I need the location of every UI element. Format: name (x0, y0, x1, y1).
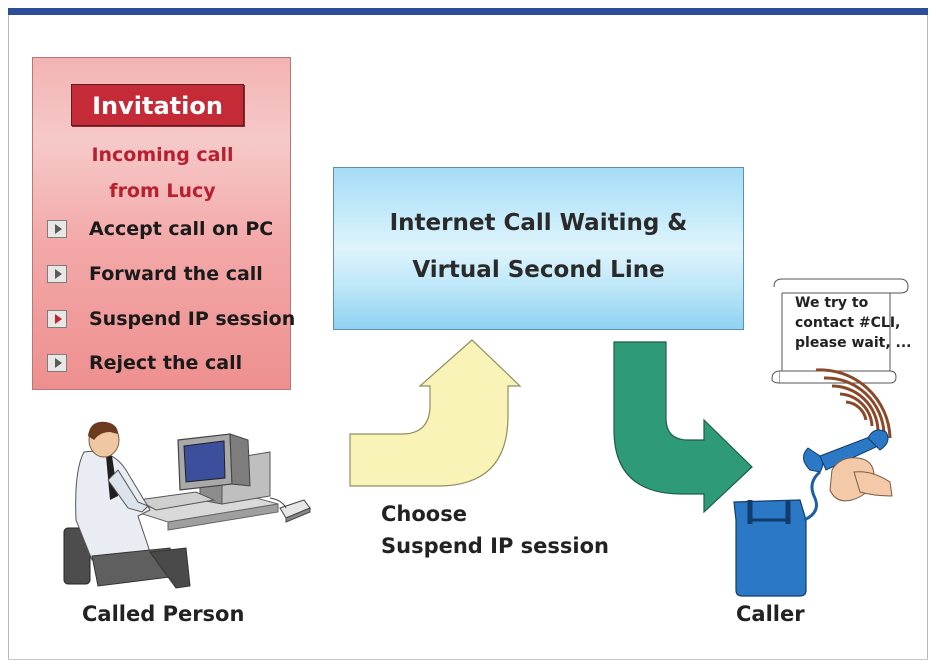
message-scroll-icon (771, 278, 909, 384)
service-title-line2: Virtual Second Line (412, 257, 665, 283)
invitation-title: Invitation (71, 84, 244, 126)
scroll-message-line1: We try to (795, 295, 869, 311)
computer-user-icon (63, 421, 311, 589)
top-bar (8, 8, 928, 15)
option-reject-call[interactable]: Reject the call (47, 351, 287, 377)
play-arrow-icon[interactable] (47, 354, 67, 372)
option-label: Forward the call (89, 263, 263, 285)
option-label: Reject the call (89, 352, 243, 374)
scroll-message: We try to contact #CLI, please wait, ... (795, 293, 911, 353)
invitation-panel: Invitation Incoming call from Lucy Accep… (32, 57, 295, 390)
caller-label: Caller (736, 602, 805, 626)
play-arrow-icon[interactable] (47, 310, 67, 328)
called-person-label: Called Person (82, 602, 245, 626)
service-box: Internet Call Waiting & Virtual Second L… (333, 167, 744, 330)
up-arrow (349, 339, 522, 487)
option-forward-call[interactable]: Forward the call (47, 262, 287, 288)
invitation-subtitle-line1: Incoming call (91, 144, 234, 166)
invitation-subtitle-line2: from Lucy (109, 180, 216, 202)
down-arrow (613, 341, 753, 514)
option-label: Accept call on PC (89, 218, 274, 240)
option-accept-call[interactable]: Accept call on PC (47, 217, 287, 243)
service-title-line1: Internet Call Waiting & (389, 210, 688, 236)
choose-caption-line2: Suspend IP session (381, 534, 609, 558)
scroll-message-line2: contact #CLI, (795, 315, 901, 331)
sound-waves-icon (815, 368, 892, 439)
option-label: Suspend IP session (89, 308, 296, 330)
option-suspend-ip-session[interactable]: Suspend IP session (47, 307, 295, 333)
telephone-icon (733, 429, 893, 597)
scroll-message-line3: please wait, ... (795, 335, 912, 351)
play-arrow-icon[interactable] (47, 220, 67, 238)
choose-caption-line1: Choose (381, 502, 467, 526)
play-arrow-icon[interactable] (47, 265, 67, 283)
